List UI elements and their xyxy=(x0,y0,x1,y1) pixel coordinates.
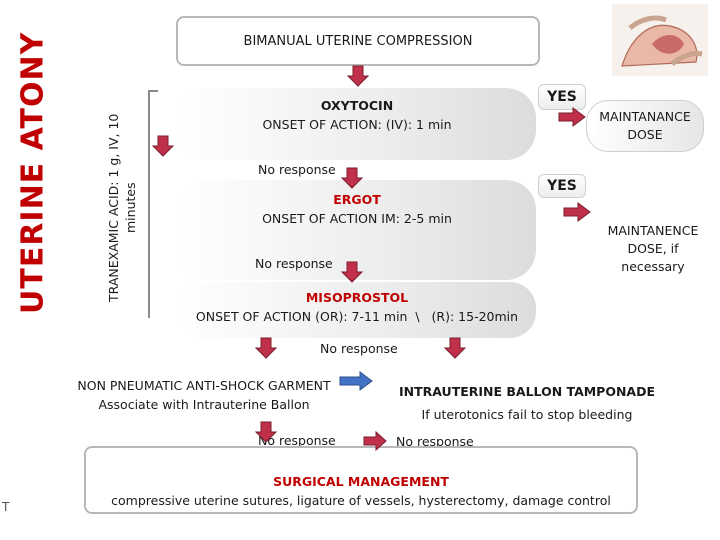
arrow-down-1 xyxy=(347,65,369,87)
no-response-4: No response xyxy=(258,433,336,448)
arrow-right-yes-2 xyxy=(563,202,591,222)
yes-badge-2: YES xyxy=(538,174,586,198)
step-misoprostol-box xyxy=(178,282,536,338)
balloon-title: INTRAUTERINE BALLON TAMPONADE xyxy=(398,384,656,399)
step-bimanual-compression: BIMANUAL UTERINE COMPRESSION xyxy=(176,16,540,66)
no-response-3: No response xyxy=(320,341,398,356)
uterus-illustration xyxy=(612,4,708,76)
surgical-detail: compressive uterine sutures, ligature of… xyxy=(111,493,611,508)
arrow-down-left-branch xyxy=(255,337,277,359)
misoprostol-detail: ONSET OF ACTION (OR): 7-11 min \ (R): 15… xyxy=(195,309,519,324)
arrow-right-blue xyxy=(339,371,373,391)
anti-shock-garment: NON PNEUMATIC ANTI-SHOCK GARMENT Associa… xyxy=(46,376,362,414)
yes-badge-1: YES xyxy=(538,84,586,110)
ergot-title: ERGOT xyxy=(333,192,381,207)
step-oxytocin-box xyxy=(178,88,536,160)
surgical-management-box xyxy=(84,446,638,514)
surgical-management: SURGICAL MANAGEMENT compressive uterine … xyxy=(84,472,638,510)
step-ergot: ERGOT ONSET OF ACTION IM: 2-5 min xyxy=(178,190,536,228)
anti-shock-title: NON PNEUMATIC ANTI-SHOCK GARMENT xyxy=(77,378,331,393)
arrow-down-left xyxy=(152,135,174,157)
step-misoprostol: MISOPROSTOL ONSET OF ACTION (OR): 7-11 m… xyxy=(178,288,536,326)
step-bimanual-label: BIMANUAL UTERINE COMPRESSION xyxy=(243,33,473,49)
misoprostol-title: MISOPROSTOL xyxy=(305,290,409,305)
arrow-right-final xyxy=(363,431,387,451)
no-response-1: No response xyxy=(258,162,336,177)
balloon-detail: If uterotonics fail to stop bleeding xyxy=(421,407,633,422)
ergot-detail: ONSET OF ACTION IM: 2-5 min xyxy=(262,211,452,226)
side-bracket-top xyxy=(148,90,158,92)
corner-mark: T xyxy=(2,500,10,514)
arrow-down-3 xyxy=(341,261,363,283)
step-oxytocin: OXYTOCIN ONSET OF ACTION: (IV): 1 min xyxy=(178,96,536,134)
arrow-right-yes-1 xyxy=(558,107,586,127)
no-response-2: No response xyxy=(255,256,333,271)
oxytocin-title: OXYTOCIN xyxy=(320,98,394,113)
maintenance-dose-2: MAINTANENCE DOSE, if necessary xyxy=(607,223,699,274)
side-bracket xyxy=(148,90,150,318)
balloon-tamponade: INTRAUTERINE BALLON TAMPONADE If uteroto… xyxy=(372,382,682,424)
oxytocin-detail: ONSET OF ACTION: (IV): 1 min xyxy=(262,117,452,132)
arrow-down-right-branch xyxy=(444,337,466,359)
surgical-title: SURGICAL MANAGEMENT xyxy=(273,474,449,489)
anti-shock-detail: Associate with Intrauterine Ballon xyxy=(98,397,310,412)
no-response-5: No response xyxy=(396,434,474,449)
maintenance-dose-1: MAINTANANCE DOSE xyxy=(586,100,704,152)
arrow-down-left-final xyxy=(255,421,277,443)
arrow-down-2 xyxy=(341,167,363,189)
